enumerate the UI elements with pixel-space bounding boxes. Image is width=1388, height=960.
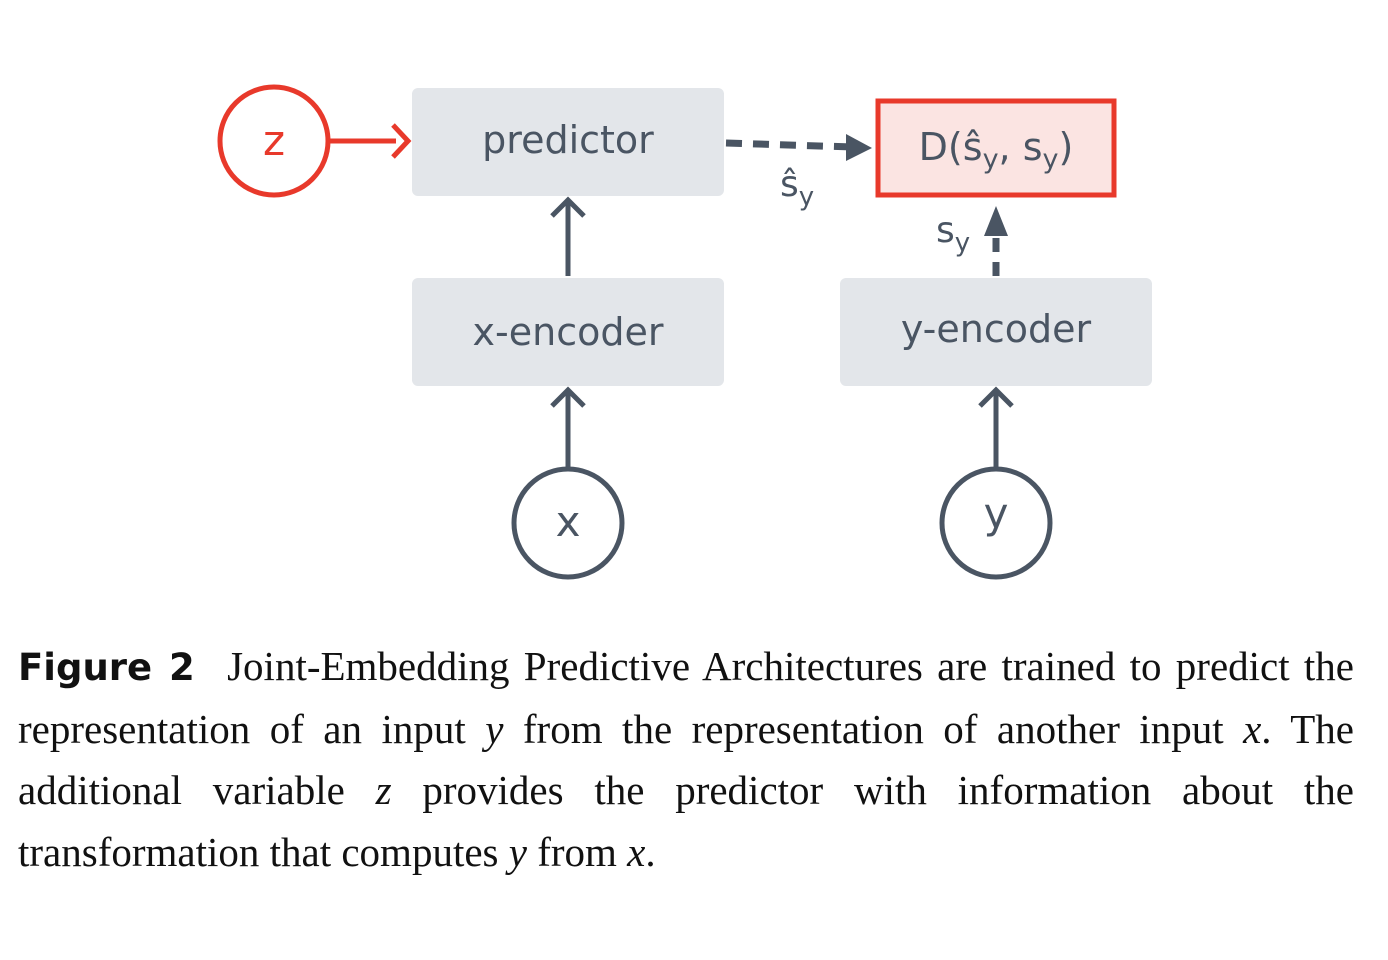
distance-sub-1: y <box>983 144 999 175</box>
svg-text:D(ŝy, sy): D(ŝy, sy) <box>919 125 1074 175</box>
s-hat-y-base: ŝ <box>780 164 799 205</box>
distance-comma: , <box>999 125 1023 169</box>
s-hat-y-sub: y <box>799 182 814 212</box>
caption-text-3: . The additional vari­able <box>18 705 1354 814</box>
caption-var-x-2: x <box>627 828 646 875</box>
x-encoder-label: x-encoder <box>473 310 664 354</box>
predictor-to-distance-arrow <box>725 134 872 161</box>
caption-text-2: from the representation of another input <box>503 705 1244 752</box>
caption-text-4: provides the predictor with information … <box>18 767 1354 875</box>
y-encoder-to-distance-arrow <box>984 206 1008 276</box>
caption-var-z: z <box>375 767 392 813</box>
z-to-predictor-arrow <box>330 123 412 159</box>
predictor-box: predictor <box>412 88 724 196</box>
caption-var-y-2: y <box>508 828 527 875</box>
figure-caption: Figure 2 Joint-Embedding Predictive Arch… <box>18 636 1354 883</box>
s-y-sub: y <box>955 228 970 258</box>
distance-s: s <box>1023 125 1043 169</box>
x-encoder-to-predictor-arrow <box>550 196 586 276</box>
distance-sub-2: y <box>1043 144 1059 175</box>
caption-text-5: from <box>526 828 628 875</box>
z-node: z <box>217 84 331 198</box>
predictor-label: predictor <box>482 118 654 162</box>
y-node-label: y <box>984 489 1009 538</box>
s-hat-y-label: ŝy <box>780 164 814 212</box>
x-node: x <box>511 466 625 580</box>
x-encoder-box: x-encoder <box>412 278 724 386</box>
figure-label: Figure 2 <box>18 646 195 689</box>
caption-text-6: . <box>645 828 656 875</box>
y-encoder-label: y-encoder <box>901 307 1092 351</box>
caption-var-x: x <box>1243 705 1262 752</box>
distance-suffix: ) <box>1059 125 1074 169</box>
distance-prefix: D( <box>919 125 963 169</box>
jepa-diagram: z predictor ŝy D(ŝy, sy) x-encoder <box>217 84 1152 580</box>
caption-text-1: Joint-Embedding Predictive Architectures… <box>18 643 1355 752</box>
x-node-label: x <box>556 497 581 546</box>
y-to-y-encoder-arrow <box>978 386 1014 468</box>
s-y-label: sy <box>936 210 970 258</box>
z-node-label: z <box>263 116 285 165</box>
y-node: y <box>939 466 1053 580</box>
distance-s-hat: ŝ <box>963 125 983 169</box>
distance-box: D(ŝy, sy) <box>875 98 1117 198</box>
svg-text:sy: sy <box>936 210 970 258</box>
svg-text:ŝy: ŝy <box>780 164 814 212</box>
s-y-base: s <box>936 210 955 251</box>
caption-var-y: y <box>485 705 504 752</box>
x-to-x-encoder-arrow <box>550 386 586 468</box>
y-encoder-box: y-encoder <box>840 278 1152 386</box>
